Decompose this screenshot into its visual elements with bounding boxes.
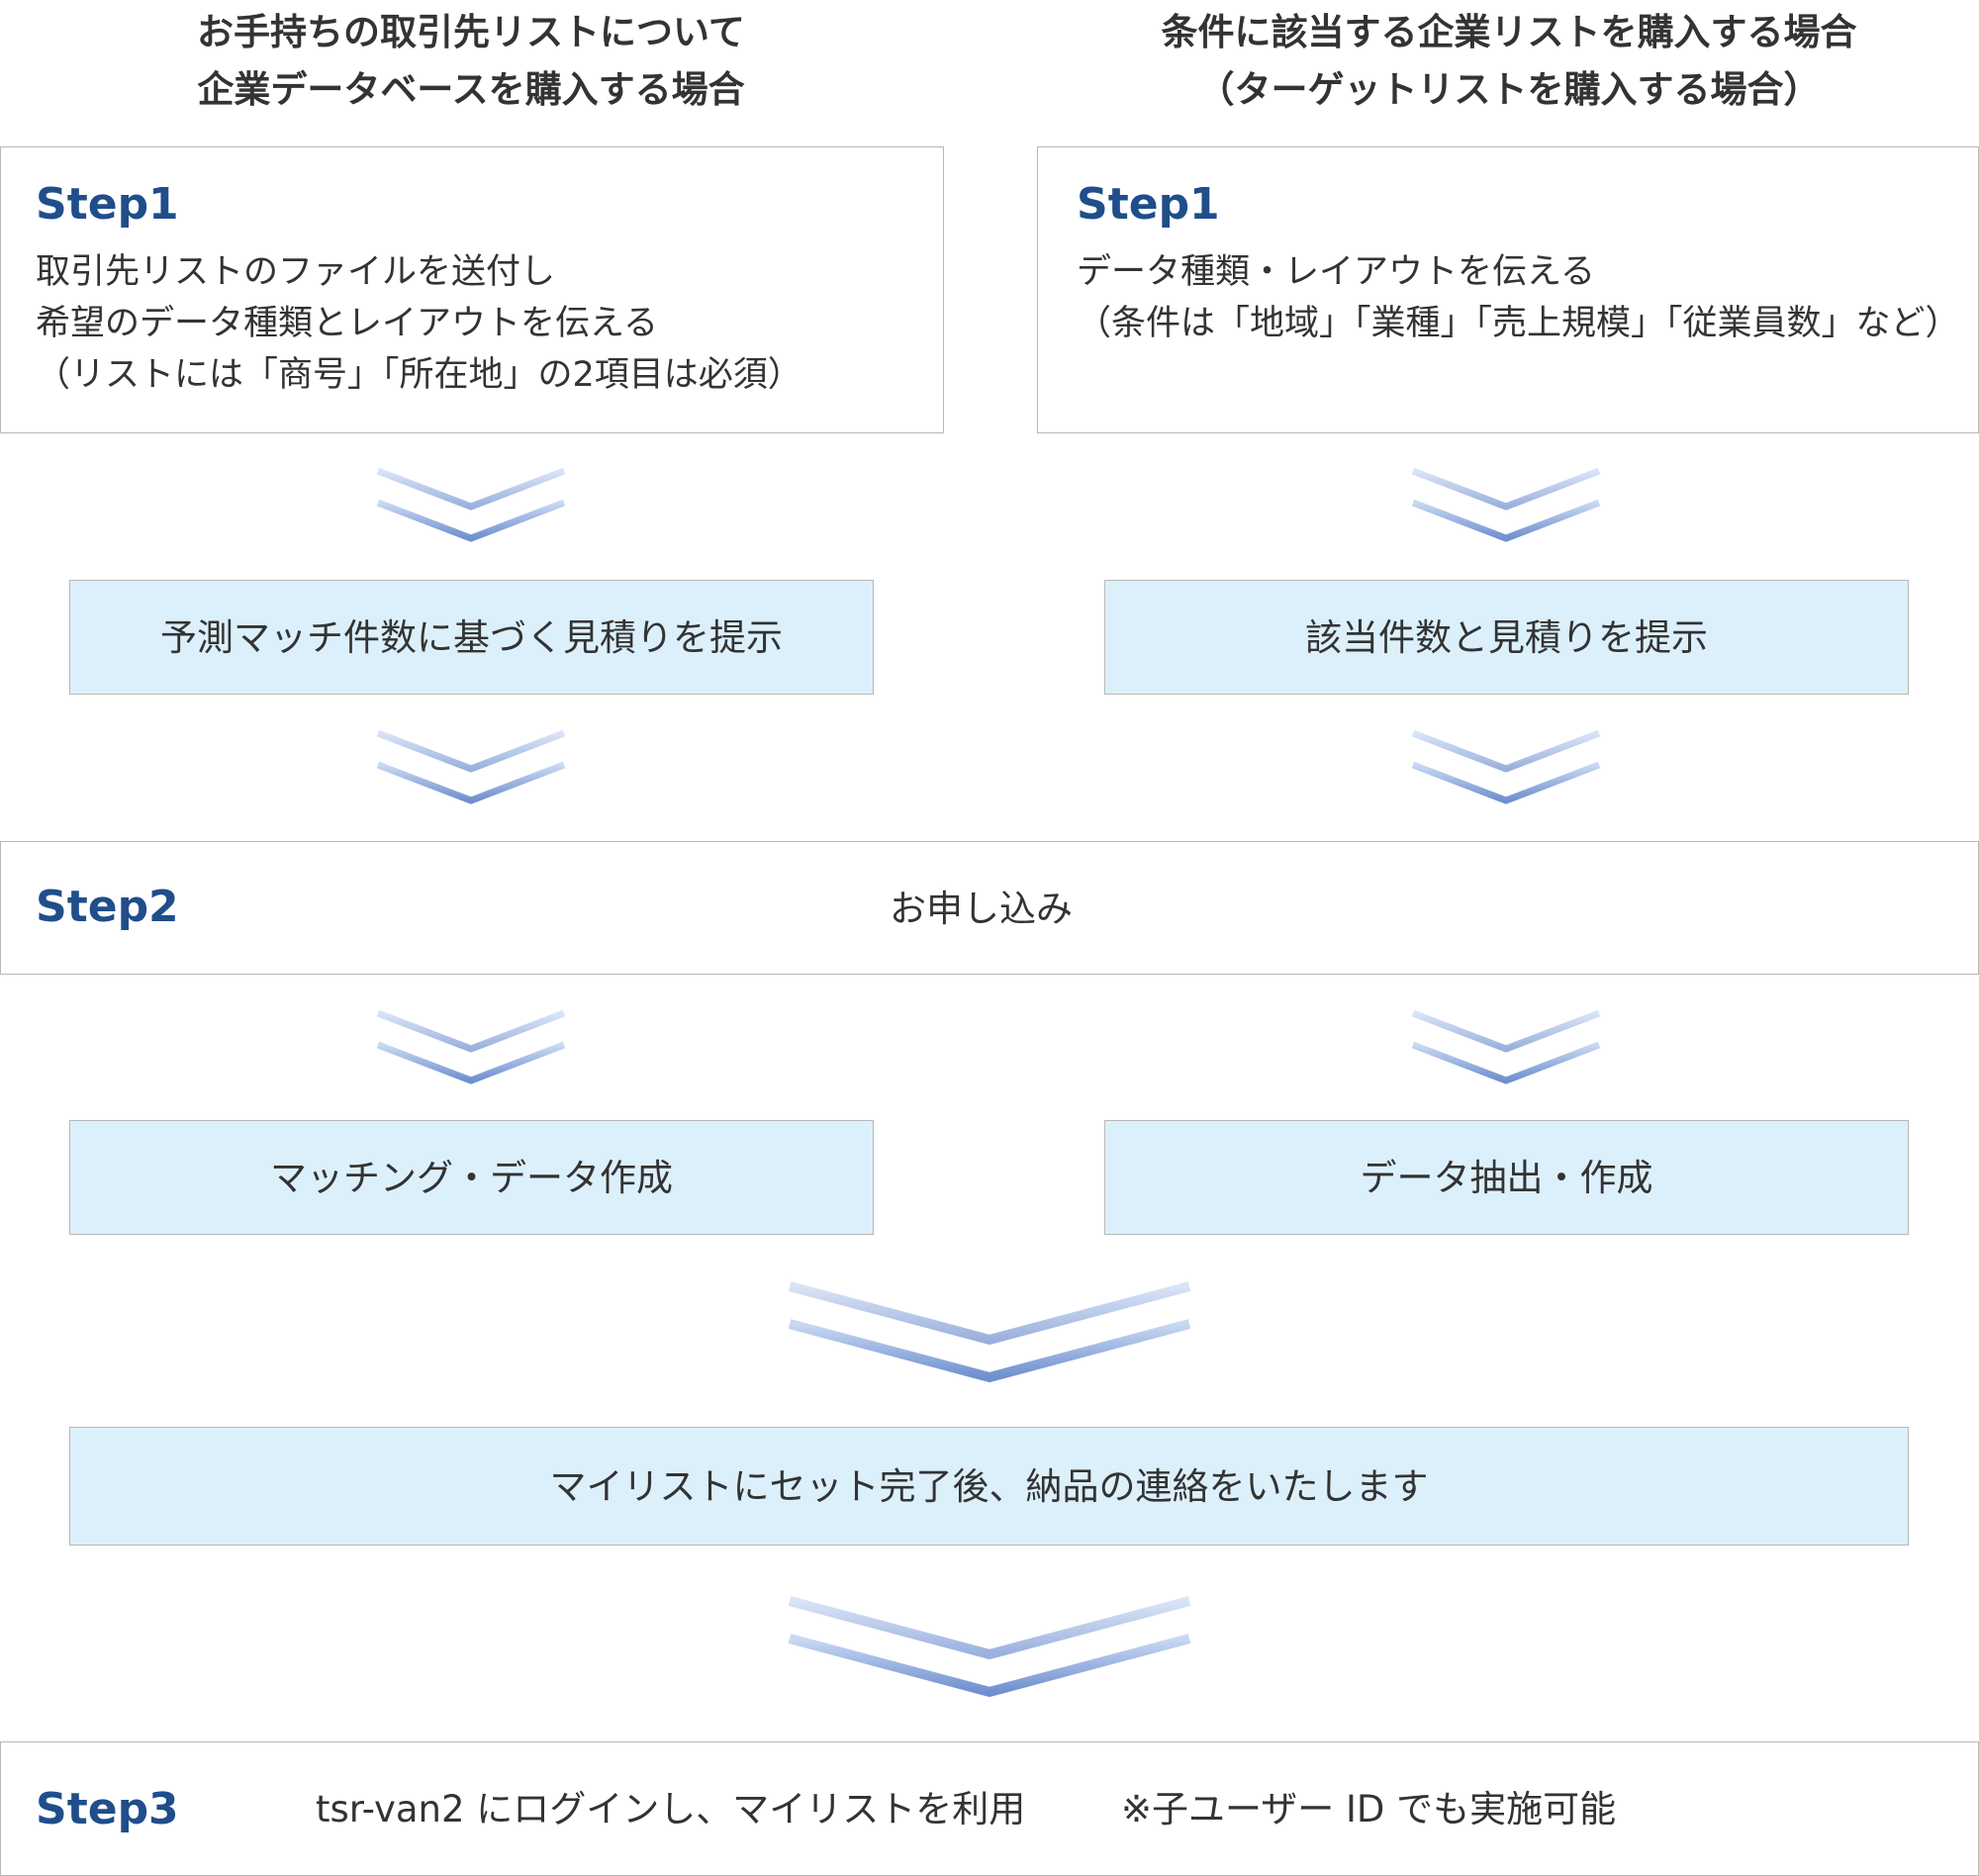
- right-heading-line1: 条件に該当する企業リストを購入する場合: [1161, 11, 1857, 53]
- step3-note: ※子ユーザー ID でも実施可能: [1121, 1788, 1617, 1830]
- chevron-down-icon: [1411, 467, 1601, 542]
- right-estimate-text: 該当件数と見積りを提示: [1305, 616, 1708, 659]
- step3-box: Step3 tsr-van2 にログインし、マイリストを利用 ※子ユーザー ID…: [0, 1741, 1979, 1876]
- step3-text: tsr-van2 にログインし、マイリストを利用: [316, 1788, 1026, 1830]
- right-step1-label: Step1: [1077, 179, 1220, 230]
- right-column-heading: 条件に該当する企業リストを購入する場合 （ターゲットリストを購入する場合）: [1039, 4, 1979, 119]
- chevron-down-icon: [376, 1009, 566, 1084]
- right-step1-line1: データ種類・レイアウトを伝える: [1077, 252, 1595, 292]
- left-process-text: マッチング・データ作成: [270, 1157, 673, 1199]
- chevron-down-icon: [1411, 729, 1601, 804]
- chevron-down-icon: [788, 1596, 1191, 1698]
- left-estimate-box: 予測マッチ件数に基づく見積りを提示: [69, 580, 874, 695]
- right-estimate-box: 該当件数と見積りを提示: [1104, 580, 1909, 695]
- right-heading-line2: （ターゲットリストを購入する場合）: [1197, 68, 1821, 111]
- left-step1-line2: 希望のデータ種類とレイアウトを伝える: [36, 304, 658, 343]
- left-heading-line1: お手持ちの取引先リストについて: [197, 11, 745, 53]
- right-step1-line2: （条件は「地域」「業種」「売上規模」「従業員数」など）: [1077, 304, 1960, 343]
- step2-box: Step2 お申し込み: [0, 841, 1979, 975]
- right-process-box: データ抽出・作成: [1104, 1120, 1909, 1235]
- chevron-down-icon: [788, 1281, 1191, 1383]
- right-process-text: データ抽出・作成: [1360, 1157, 1653, 1199]
- chevron-down-icon: [376, 729, 566, 804]
- left-step1-line1: 取引先リストのファイルを送付し: [36, 252, 556, 292]
- delivery-box: マイリストにセット完了後、納品の連絡をいたします: [69, 1427, 1909, 1546]
- left-heading-line2: 企業データベースを購入する場合: [197, 68, 745, 111]
- right-step1-box: Step1 データ種類・レイアウトを伝える （条件は「地域」「業種」「売上規模」…: [1037, 146, 1979, 433]
- delivery-text: マイリストにセット完了後、納品の連絡をいたします: [549, 1465, 1429, 1508]
- step3-label: Step3: [36, 1784, 179, 1834]
- chevron-down-icon: [1411, 1009, 1601, 1084]
- left-step1-box: Step1 取引先リストのファイルを送付し 希望のデータ種類とレイアウトを伝える…: [0, 146, 944, 433]
- left-step1-line3: （リストには「商号」「所在地」の2項目は必須）: [36, 355, 802, 395]
- left-process-box: マッチング・データ作成: [69, 1120, 874, 1235]
- left-estimate-text: 予測マッチ件数に基づく見積りを提示: [160, 616, 783, 659]
- left-step1-label: Step1: [36, 179, 179, 230]
- step2-label: Step2: [36, 882, 179, 932]
- step2-text: お申し込み: [890, 888, 1073, 930]
- left-column-heading: お手持ちの取引先リストについて 企業データベースを購入する場合: [0, 4, 942, 119]
- chevron-down-icon: [376, 467, 566, 542]
